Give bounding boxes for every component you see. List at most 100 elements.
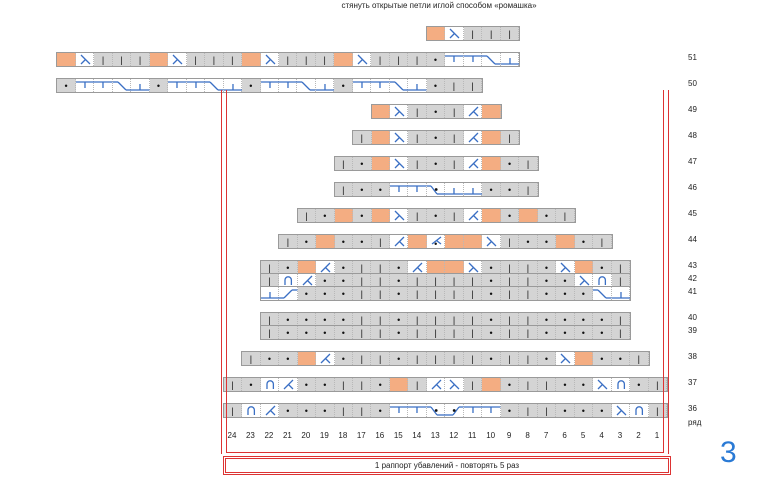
- purl-stitch-icon: •: [500, 378, 520, 391]
- chart-row-top: |||: [426, 26, 521, 41]
- purl-stitch-icon: •: [316, 404, 335, 417]
- knit-stitch-icon: |: [500, 131, 520, 144]
- purl-stitch-icon: •: [537, 261, 557, 274]
- yarn-over-icon: [260, 378, 280, 391]
- chart-row-47: |•|•|•|: [333, 156, 539, 171]
- purl-stitch-icon: •: [389, 313, 409, 326]
- column-number: 7: [543, 431, 549, 440]
- purl-stitch-icon: •: [371, 183, 390, 196]
- knit-stitch-icon: |: [611, 261, 631, 274]
- purl-stitch-icon: •: [334, 352, 353, 365]
- row-number-label: 36: [688, 404, 697, 413]
- no-stitch-cell: [482, 157, 501, 170]
- repeat-frame-outer: [221, 90, 669, 454]
- right-decrease-icon: [556, 261, 575, 274]
- purl-stitch-icon: •: [519, 235, 538, 248]
- knit-stitch-icon: |: [593, 235, 612, 248]
- yarn-over-icon: [630, 404, 649, 417]
- purl-stitch-icon: •: [353, 235, 372, 248]
- right-decrease-icon: [390, 131, 409, 144]
- no-stitch-cell: [482, 131, 501, 144]
- purl-stitch-icon: •: [334, 235, 354, 248]
- purl-stitch-icon: •: [426, 79, 446, 92]
- left-decrease-icon: [279, 378, 298, 391]
- knit-stitch-icon: |: [500, 326, 520, 339]
- knit-stitch-icon: |: [353, 404, 372, 417]
- purl-stitch-icon: •: [279, 404, 298, 417]
- column-number: 8: [525, 431, 530, 440]
- knit-stitch-icon: |: [260, 326, 280, 339]
- knit-stitch-icon: |: [205, 53, 224, 66]
- no-stitch-cell: [427, 27, 446, 40]
- knit-stitch-icon: |: [463, 287, 483, 300]
- cable-top-icon: [408, 183, 427, 196]
- left-decrease-icon: [426, 378, 446, 391]
- knit-stitch-icon: |: [648, 378, 667, 391]
- no-stitch-cell: [519, 209, 538, 222]
- knit-stitch-icon: |: [408, 157, 427, 170]
- knit-stitch-icon: |: [611, 326, 631, 339]
- knit-stitch-icon: |: [334, 378, 353, 391]
- column-number: 17: [356, 431, 366, 440]
- row-number-label: 44: [688, 235, 697, 244]
- cable-top-icon: [75, 79, 95, 92]
- row-number-label: 46: [688, 183, 697, 192]
- no-stitch-cell: [482, 378, 501, 391]
- purl-stitch-icon: •: [574, 235, 594, 248]
- column-number: 15: [393, 431, 403, 440]
- knit-stitch-icon: |: [408, 326, 427, 339]
- column-number: 12: [449, 431, 459, 440]
- page-number: 3: [720, 436, 737, 469]
- knit-stitch-icon: |: [371, 313, 390, 326]
- purl-stitch-icon: •: [556, 404, 575, 417]
- purl-stitch-icon: •: [574, 404, 594, 417]
- cable-top-icon: [463, 53, 483, 66]
- purl-stitch-icon: •: [297, 378, 317, 391]
- row-number-label: 40: [688, 313, 697, 322]
- purl-stitch-icon: •: [371, 404, 390, 417]
- knit-stitch-icon: |: [353, 131, 372, 144]
- left-decrease-icon: [316, 261, 335, 274]
- left-decrease-icon: [297, 274, 317, 287]
- left-decrease-icon: [463, 105, 483, 118]
- purl-stitch-icon: •: [334, 79, 353, 92]
- knit-stitch-icon: |: [500, 352, 520, 365]
- column-number: 9: [506, 431, 512, 440]
- knit-stitch-icon: |: [297, 209, 317, 222]
- purl-stitch-icon: •: [389, 261, 409, 274]
- no-stitch-cell: [297, 352, 317, 365]
- knit-stitch-icon: |: [463, 27, 483, 40]
- cable-top-icon: [408, 404, 427, 417]
- purl-stitch-icon: •: [574, 287, 594, 300]
- cable-top-icon: [279, 79, 298, 92]
- purl-stitch-icon: •: [537, 352, 557, 365]
- column-number: 14: [412, 431, 422, 440]
- chart-row-49: |•|: [370, 104, 502, 119]
- right-decrease-icon: [390, 157, 409, 170]
- knit-stitch-icon: |: [131, 53, 150, 66]
- purl-stitch-icon: •: [500, 209, 520, 222]
- purl-stitch-icon: •: [482, 287, 501, 300]
- purl-stitch-icon: •: [556, 274, 575, 287]
- purl-stitch-icon: •: [482, 274, 501, 287]
- knit-stitch-icon: |: [463, 274, 483, 287]
- column-number: 23: [245, 431, 255, 440]
- right-decrease-icon: [482, 235, 501, 248]
- purl-stitch-icon: •: [334, 261, 354, 274]
- no-stitch-cell: [408, 235, 427, 248]
- knit-stitch-icon: |: [463, 378, 483, 391]
- knit-stitch-icon: |: [519, 183, 538, 196]
- knit-stitch-icon: |: [500, 274, 520, 287]
- row-number-label: 50: [688, 79, 697, 88]
- row-number-label: 42: [688, 274, 697, 283]
- knit-stitch-icon: |: [186, 53, 206, 66]
- repeat-caption: 1 раппорт убавлений - повторять 5 раз: [223, 456, 671, 475]
- knit-stitch-icon: |: [353, 287, 372, 300]
- purl-stitch-icon: •: [316, 378, 335, 391]
- knit-stitch-icon: |: [426, 287, 446, 300]
- cable-top-icon: [482, 404, 501, 417]
- knit-stitch-icon: |: [242, 352, 261, 365]
- no-stitch-cell: [149, 53, 169, 66]
- knit-stitch-icon: |: [371, 235, 390, 248]
- row-number-label: 48: [688, 131, 697, 140]
